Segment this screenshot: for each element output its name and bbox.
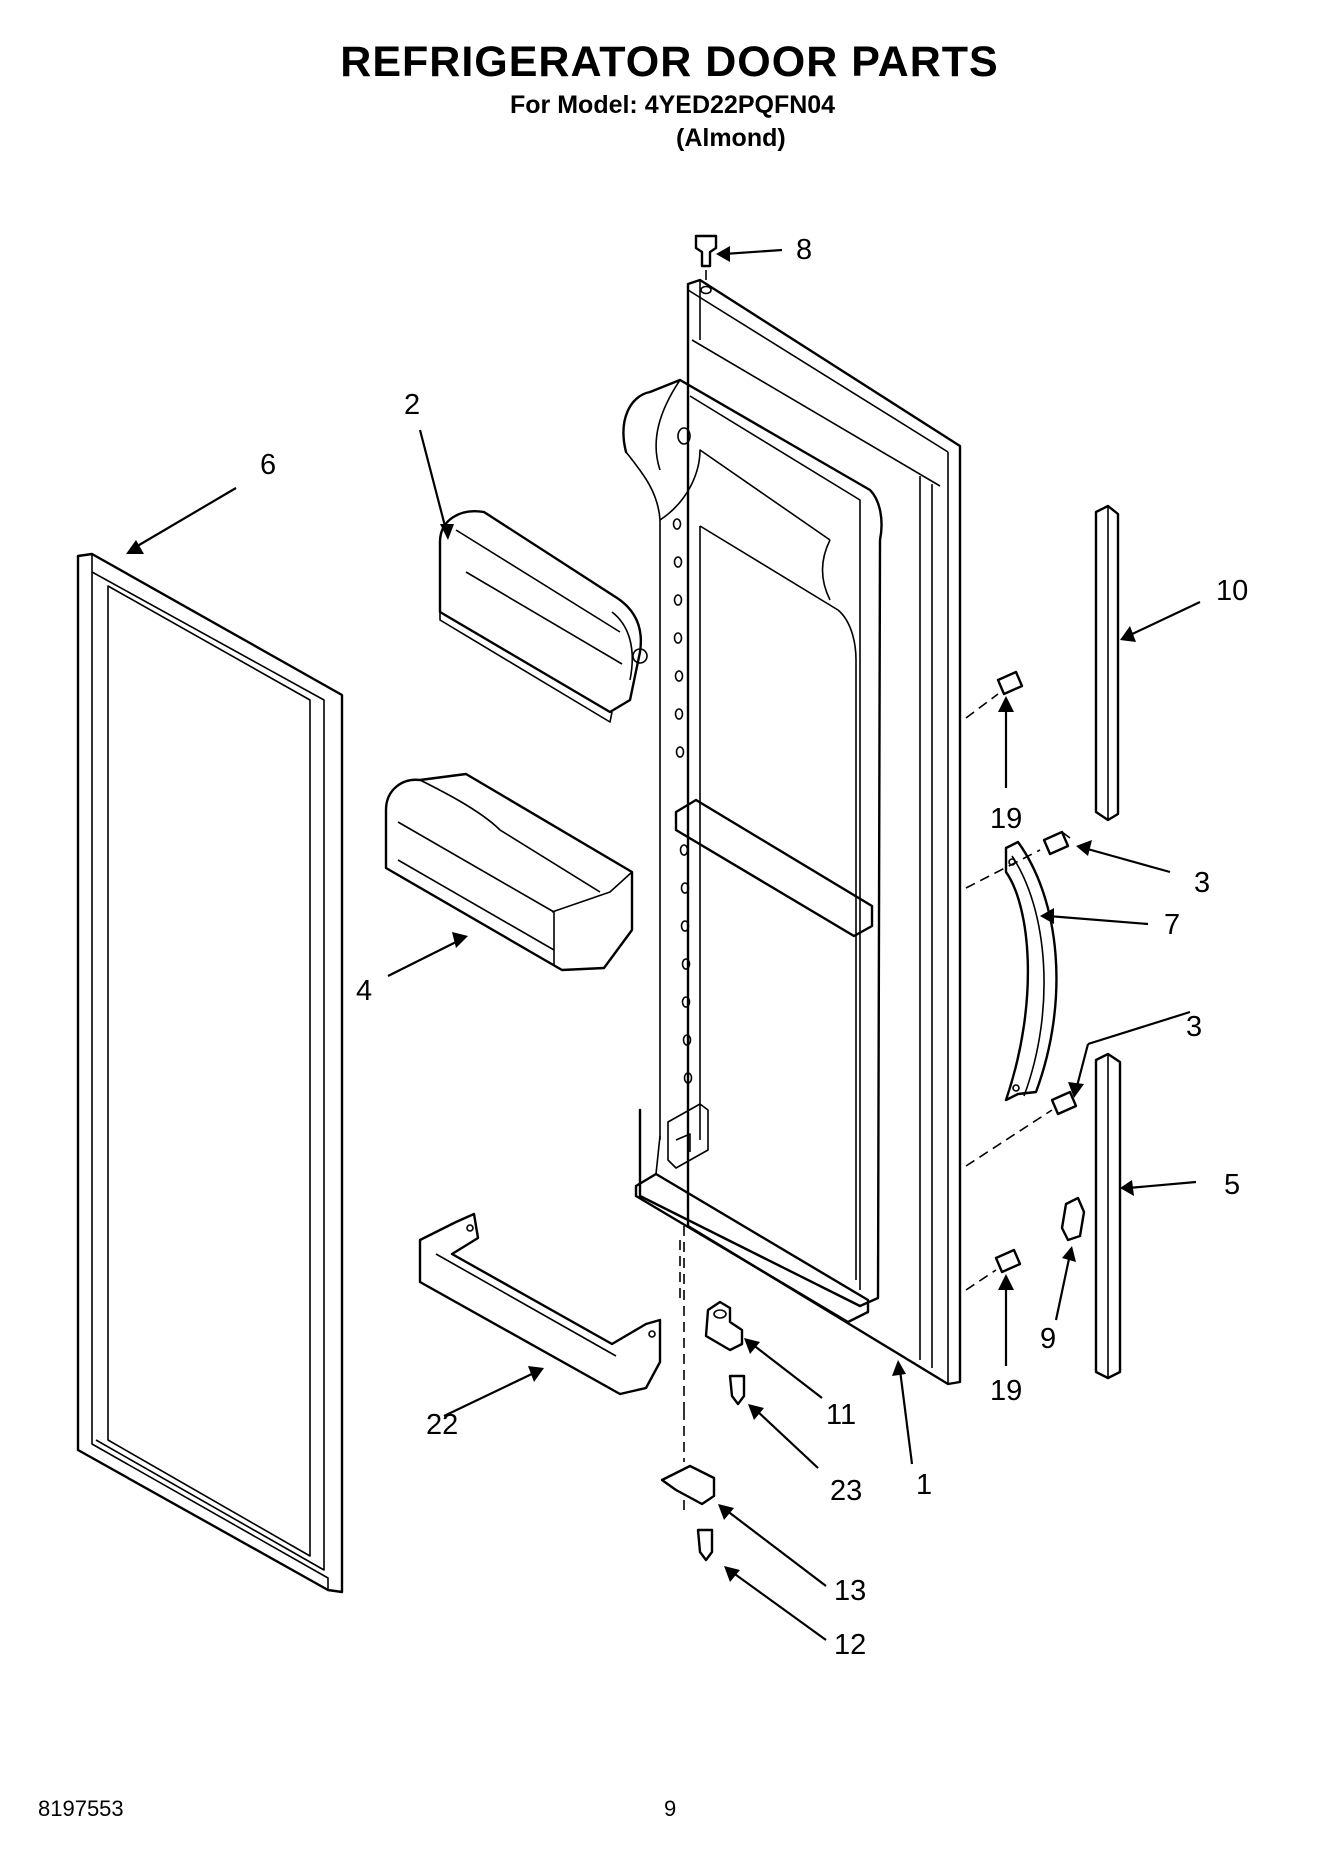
part-5-trim-strip: [1094, 1052, 1122, 1380]
part-19-screw-lower: [965, 1248, 1022, 1291]
callout-19-upper: 19: [990, 803, 1022, 835]
callout-4: 4: [356, 975, 372, 1007]
part-2-dairy-door: [438, 510, 648, 723]
callout-23: 23: [830, 1475, 862, 1507]
leader-arrows: [126, 246, 1201, 1641]
part-3-screw-upper: [965, 830, 1071, 889]
callout-5: 5: [1224, 1169, 1240, 1201]
part-12-screw: [696, 1528, 714, 1562]
callout-12: 12: [834, 1629, 866, 1661]
part-13-hinge-bracket: [660, 1410, 716, 1516]
callout-3-lower: 3: [1186, 1011, 1202, 1043]
color-line: (Almond): [676, 124, 786, 152]
callout-6: 6: [260, 449, 276, 481]
page-number: 9: [664, 1796, 677, 1821]
callout-7: 7: [1164, 909, 1180, 941]
callout-10: 10: [1216, 575, 1248, 607]
part-10-trim-strip: [1094, 504, 1120, 822]
callout-9: 9: [1040, 1323, 1056, 1355]
part-7-handle: [1004, 840, 1058, 1102]
document-number: 8197553: [38, 1796, 124, 1821]
part-6-door-gasket: [76, 552, 344, 1594]
callout-3-upper: 3: [1194, 867, 1210, 899]
part-8-top-screw: [694, 234, 718, 284]
callout-2: 2: [404, 389, 420, 421]
part-11-hinge: [679, 1240, 744, 1352]
callout-13: 13: [834, 1575, 866, 1607]
part-1-door-liner: [622, 278, 962, 1386]
part-4-door-bin: [384, 772, 634, 972]
part-23-screw: [728, 1374, 746, 1406]
page-title: REFRIGERATOR DOOR PARTS: [340, 38, 999, 86]
callout-19-lower: 19: [990, 1375, 1022, 1407]
part-19-screw-upper: [965, 670, 1024, 719]
callout-22: 22: [426, 1409, 458, 1441]
part-22-bottom-bin: [418, 1212, 662, 1396]
callout-8: 8: [796, 234, 812, 266]
part-9-clip: [1060, 1196, 1086, 1242]
callout-1: 1: [916, 1469, 932, 1501]
callout-11: 11: [826, 1399, 856, 1431]
part-3-screw-lower: [965, 1090, 1078, 1167]
model-line: For Model: 4YED22PQFN04: [510, 91, 836, 119]
